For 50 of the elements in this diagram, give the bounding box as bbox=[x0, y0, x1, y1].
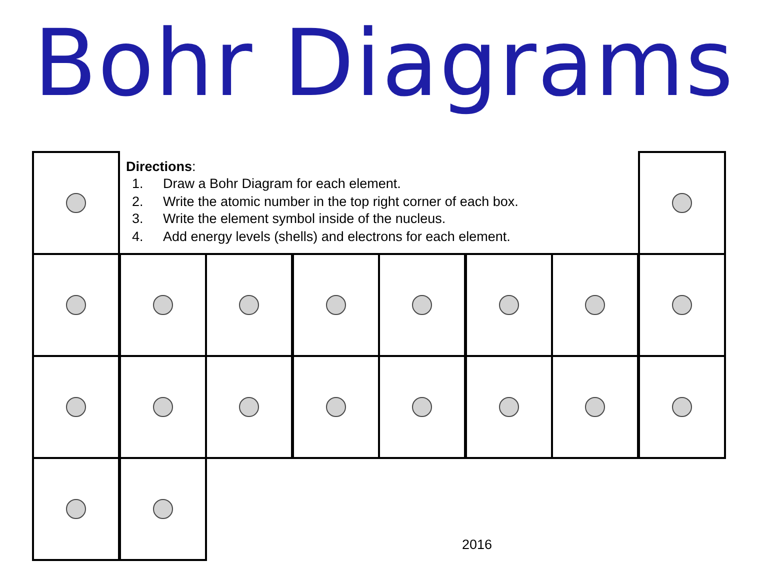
nucleus-circle bbox=[412, 295, 432, 315]
nucleus-circle bbox=[152, 499, 172, 519]
nucleus-circle bbox=[239, 397, 259, 417]
nucleus-circle bbox=[326, 295, 346, 315]
element-box bbox=[205, 253, 293, 357]
element-box bbox=[32, 457, 120, 561]
nucleus-circle bbox=[239, 295, 259, 315]
element-box bbox=[118, 457, 206, 561]
nucleus-circle bbox=[326, 397, 346, 417]
list-number: 3. bbox=[132, 211, 144, 227]
element-box bbox=[292, 253, 380, 357]
nucleus-circle bbox=[672, 397, 692, 417]
element-box bbox=[638, 253, 726, 357]
directions-heading: Directions: bbox=[126, 159, 196, 175]
element-box bbox=[378, 253, 466, 357]
element-box bbox=[464, 253, 552, 357]
element-box bbox=[378, 355, 466, 459]
title: Bohr Diagrams bbox=[32, 9, 736, 119]
element-box bbox=[32, 151, 120, 255]
list-number: 1. bbox=[132, 176, 144, 192]
list-number: 2. bbox=[132, 194, 144, 210]
element-box bbox=[638, 151, 726, 255]
element-box bbox=[118, 253, 206, 357]
element-box bbox=[32, 253, 120, 357]
element-box bbox=[638, 355, 726, 459]
year: 2016 bbox=[462, 537, 492, 553]
nucleus-circle bbox=[498, 397, 518, 417]
element-box bbox=[464, 355, 552, 459]
nucleus-circle bbox=[585, 397, 605, 417]
nucleus-circle bbox=[66, 295, 86, 315]
nucleus-circle bbox=[66, 193, 86, 213]
element-box bbox=[292, 355, 380, 459]
nucleus-circle bbox=[66, 397, 86, 417]
element-box bbox=[205, 355, 293, 459]
nucleus-circle bbox=[585, 295, 605, 315]
element-box bbox=[551, 253, 639, 357]
list-number: 4. bbox=[132, 228, 144, 244]
nucleus-circle bbox=[498, 295, 518, 315]
nucleus-circle bbox=[412, 397, 432, 417]
direction-step: Draw a Bohr Diagram for each element. bbox=[163, 176, 401, 192]
direction-step: Write the atomic number in the top right corner of each box. bbox=[163, 194, 518, 210]
nucleus-circle bbox=[152, 295, 172, 315]
element-box bbox=[32, 355, 120, 459]
nucleus-circle bbox=[66, 499, 86, 519]
nucleus-circle bbox=[672, 295, 692, 315]
nucleus-circle bbox=[672, 193, 692, 213]
element-box bbox=[551, 355, 639, 459]
direction-step: Write the element symbol inside of the nucleus. bbox=[163, 211, 446, 227]
direction-step: Add energy levels (shells) and electrons for each element. bbox=[163, 228, 510, 244]
nucleus-circle bbox=[152, 397, 172, 417]
